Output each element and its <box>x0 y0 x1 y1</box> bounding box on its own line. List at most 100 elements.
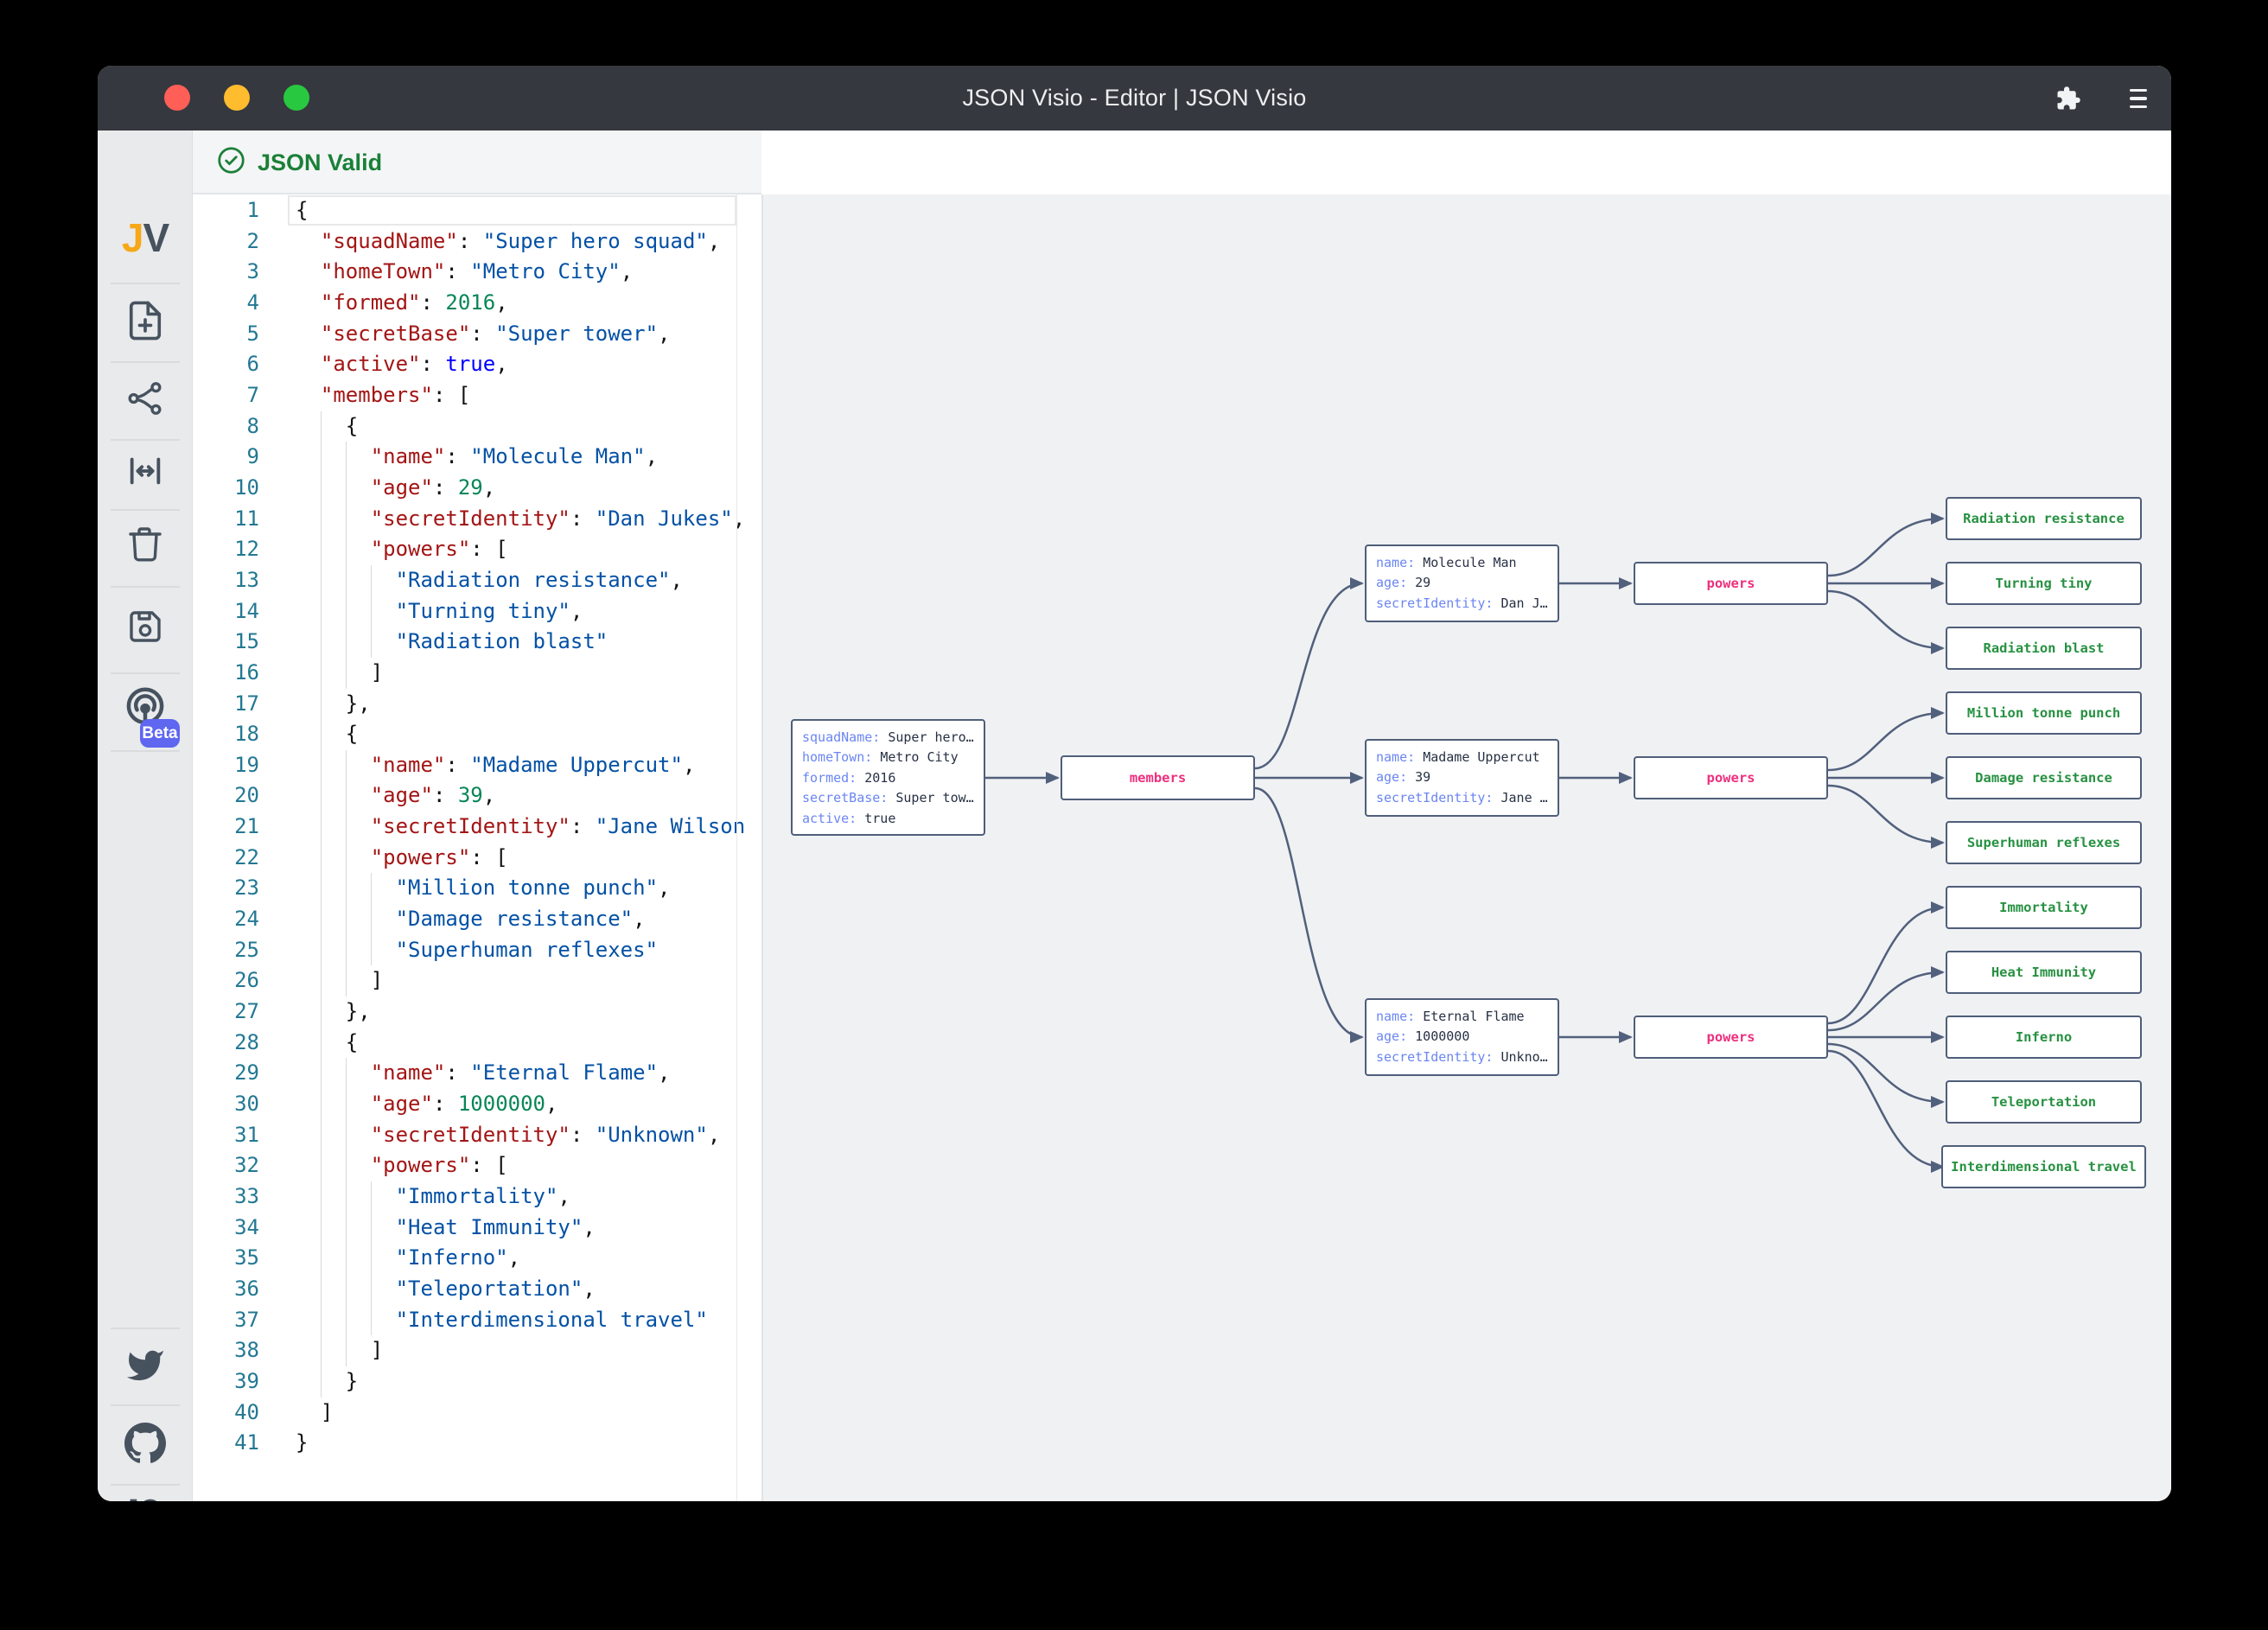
code-line[interactable]: 33"Immortality", <box>193 1181 749 1213</box>
node-root[interactable]: squadName: Super hero…homeTown: Metro Ci… <box>791 719 985 836</box>
code-line[interactable]: 36"Teleportation", <box>193 1273 749 1305</box>
divider <box>111 586 180 588</box>
code-line[interactable]: 6"active": true, <box>193 349 749 380</box>
node-leaf-turning-tiny[interactable]: Turning tiny <box>1946 562 2142 605</box>
code-text: "Radiation resistance", <box>395 567 683 592</box>
code-line[interactable]: 5"secretBase": "Super tower", <box>193 319 749 350</box>
node-powers-2[interactable]: powers <box>1634 756 1828 799</box>
code-line[interactable]: 12"powers": [ <box>193 534 749 565</box>
code-line[interactable]: 19"name": "Madame Uppercut", <box>193 749 749 781</box>
line-number: 20 <box>234 783 259 808</box>
indent-guide <box>345 812 347 843</box>
node-powers-1[interactable]: powers <box>1634 562 1828 605</box>
code-line[interactable]: 11 "secretIdentity": "Dan Jukes", <box>193 503 749 535</box>
code-line[interactable]: 23"Million tonne punch", <box>193 873 749 905</box>
sidebar-item-fit-width[interactable] <box>98 454 193 492</box>
code-lines: 1{2"squadName": "Super hero squad",3 "hom… <box>193 195 749 1459</box>
sidebar-item-clear[interactable] <box>98 525 193 566</box>
sidebar-item-new-document[interactable] <box>98 300 193 345</box>
maximize-window-button[interactable] <box>284 85 309 111</box>
code-line[interactable]: 2"squadName": "Super hero squad", <box>193 226 749 258</box>
code-line[interactable]: 30"age": 1000000, <box>193 1089 749 1120</box>
code-line[interactable]: 10"age": 29, <box>193 472 749 504</box>
line-number: 11 <box>234 506 259 531</box>
node-leaf-heat-immunity[interactable]: Heat Immunity <box>1946 951 2142 994</box>
code-line[interactable]: 40] <box>193 1398 749 1429</box>
minimize-window-button[interactable] <box>224 85 250 111</box>
code-line[interactable]: 26] <box>193 965 749 997</box>
editor-toolbar: JSON Valid <box>193 131 761 194</box>
browser-menu-icon[interactable] <box>2123 83 2154 114</box>
node-members[interactable]: members <box>1061 755 1255 800</box>
indent-guide <box>370 1212 372 1244</box>
code-line[interactable]: 24"Damage resistance", <box>193 904 749 935</box>
json-editor[interactable]: 1{2"squadName": "Super hero squad",3 "hom… <box>193 194 761 1501</box>
code-text: "secretIdentity": "Dan Jukes", <box>370 506 746 531</box>
code-line[interactable]: 37"Interdimensional travel" <box>193 1304 749 1336</box>
node-leaf-superhuman-reflexes[interactable]: Superhuman reflexes <box>1946 821 2142 864</box>
code-text: "members": [ <box>320 382 471 407</box>
node-leaf-teleportation[interactable]: Teleportation <box>1946 1080 2142 1124</box>
node-leaf-radiation-blast[interactable]: Radiation blast <box>1946 627 2142 670</box>
line-number: 24 <box>234 907 259 932</box>
node-leaf-million-tonne-punch[interactable]: Million tonne punch <box>1946 691 2142 735</box>
indent-guide <box>320 1366 322 1398</box>
code-line[interactable]: 34"Heat Immunity", <box>193 1212 749 1244</box>
line-number: 31 <box>234 1122 259 1147</box>
code-line[interactable]: 22"powers": [ <box>193 842 749 874</box>
code-line[interactable]: 29"name": "Eternal Flame", <box>193 1058 749 1090</box>
sidebar-item-github[interactable] <box>98 1422 193 1465</box>
code-line[interactable]: 15"Radiation blast" <box>193 627 749 658</box>
code-line[interactable]: 3 "homeTown": "Metro City", <box>193 257 749 288</box>
code-line[interactable]: 1{ <box>193 195 749 226</box>
node-leaf-radiation-resistance[interactable]: Radiation resistance <box>1946 497 2142 540</box>
code-line[interactable]: 35"Inferno", <box>193 1243 749 1274</box>
sidebar-item-save[interactable] <box>98 608 193 649</box>
code-line[interactable]: 21"secretIdentity": "Jane Wilson", <box>193 812 749 843</box>
code-line[interactable]: 8{ <box>193 411 749 443</box>
node-leaf-inferno[interactable]: Inferno <box>1946 1016 2142 1059</box>
code-text: ] <box>320 1399 334 1424</box>
code-line[interactable]: 32"powers": [ <box>193 1150 749 1181</box>
code-line[interactable]: 16] <box>193 657 749 689</box>
divider <box>111 1404 180 1406</box>
code-line[interactable]: 18{ <box>193 719 749 750</box>
code-line[interactable]: 39} <box>193 1366 749 1398</box>
editor-scrollbar-edge[interactable] <box>736 194 737 1501</box>
sidebar-item-twitter[interactable] <box>98 1348 193 1386</box>
code-line[interactable]: 27}, <box>193 996 749 1028</box>
indent-guide <box>320 472 322 504</box>
code-line[interactable]: 9"name": "Molecule Man", <box>193 442 749 473</box>
sidebar-item-share-graph[interactable] <box>98 379 193 421</box>
code-line[interactable]: 7"members": [ <box>193 380 749 411</box>
sidebar-item-patreon[interactable] <box>98 1498 193 1501</box>
close-window-button[interactable] <box>164 85 190 111</box>
code-line[interactable]: 17}, <box>193 688 749 720</box>
node-leaf-immortality[interactable]: Immortality <box>1946 886 2142 929</box>
code-line[interactable]: 31"secretIdentity": "Unknown", <box>193 1119 749 1151</box>
node-row: secretIdentity: Jane … <box>1376 789 1548 805</box>
divider <box>111 439 180 441</box>
line-number: 3 <box>246 259 259 284</box>
code-line[interactable]: 41} <box>193 1428 749 1459</box>
node-leaf-interdimensional-travel[interactable]: Interdimensional travel <box>1941 1145 2146 1188</box>
code-line[interactable]: 13"Radiation resistance", <box>193 564 749 596</box>
line-number: 14 <box>234 598 259 623</box>
code-line[interactable]: 4"formed": 2016, <box>193 288 749 319</box>
indent-guide <box>320 780 322 812</box>
code-line[interactable]: 38] <box>193 1335 749 1366</box>
code-line[interactable]: 28{ <box>193 1027 749 1059</box>
code-line[interactable]: 20"age": 39, <box>193 780 749 812</box>
code-text: "homeTown": "Metro City", <box>320 259 634 284</box>
extensions-puzzle-icon[interactable] <box>2053 83 2084 114</box>
code-line[interactable]: 25"Superhuman reflexes" <box>193 934 749 966</box>
line-number: 33 <box>234 1184 259 1208</box>
node-leaf-damage-resistance[interactable]: Damage resistance <box>1946 756 2142 799</box>
code-text: "Interdimensional travel" <box>395 1307 708 1332</box>
node-powers-3[interactable]: powers <box>1634 1016 1828 1059</box>
code-line[interactable]: 14"Turning tiny", <box>193 595 749 627</box>
